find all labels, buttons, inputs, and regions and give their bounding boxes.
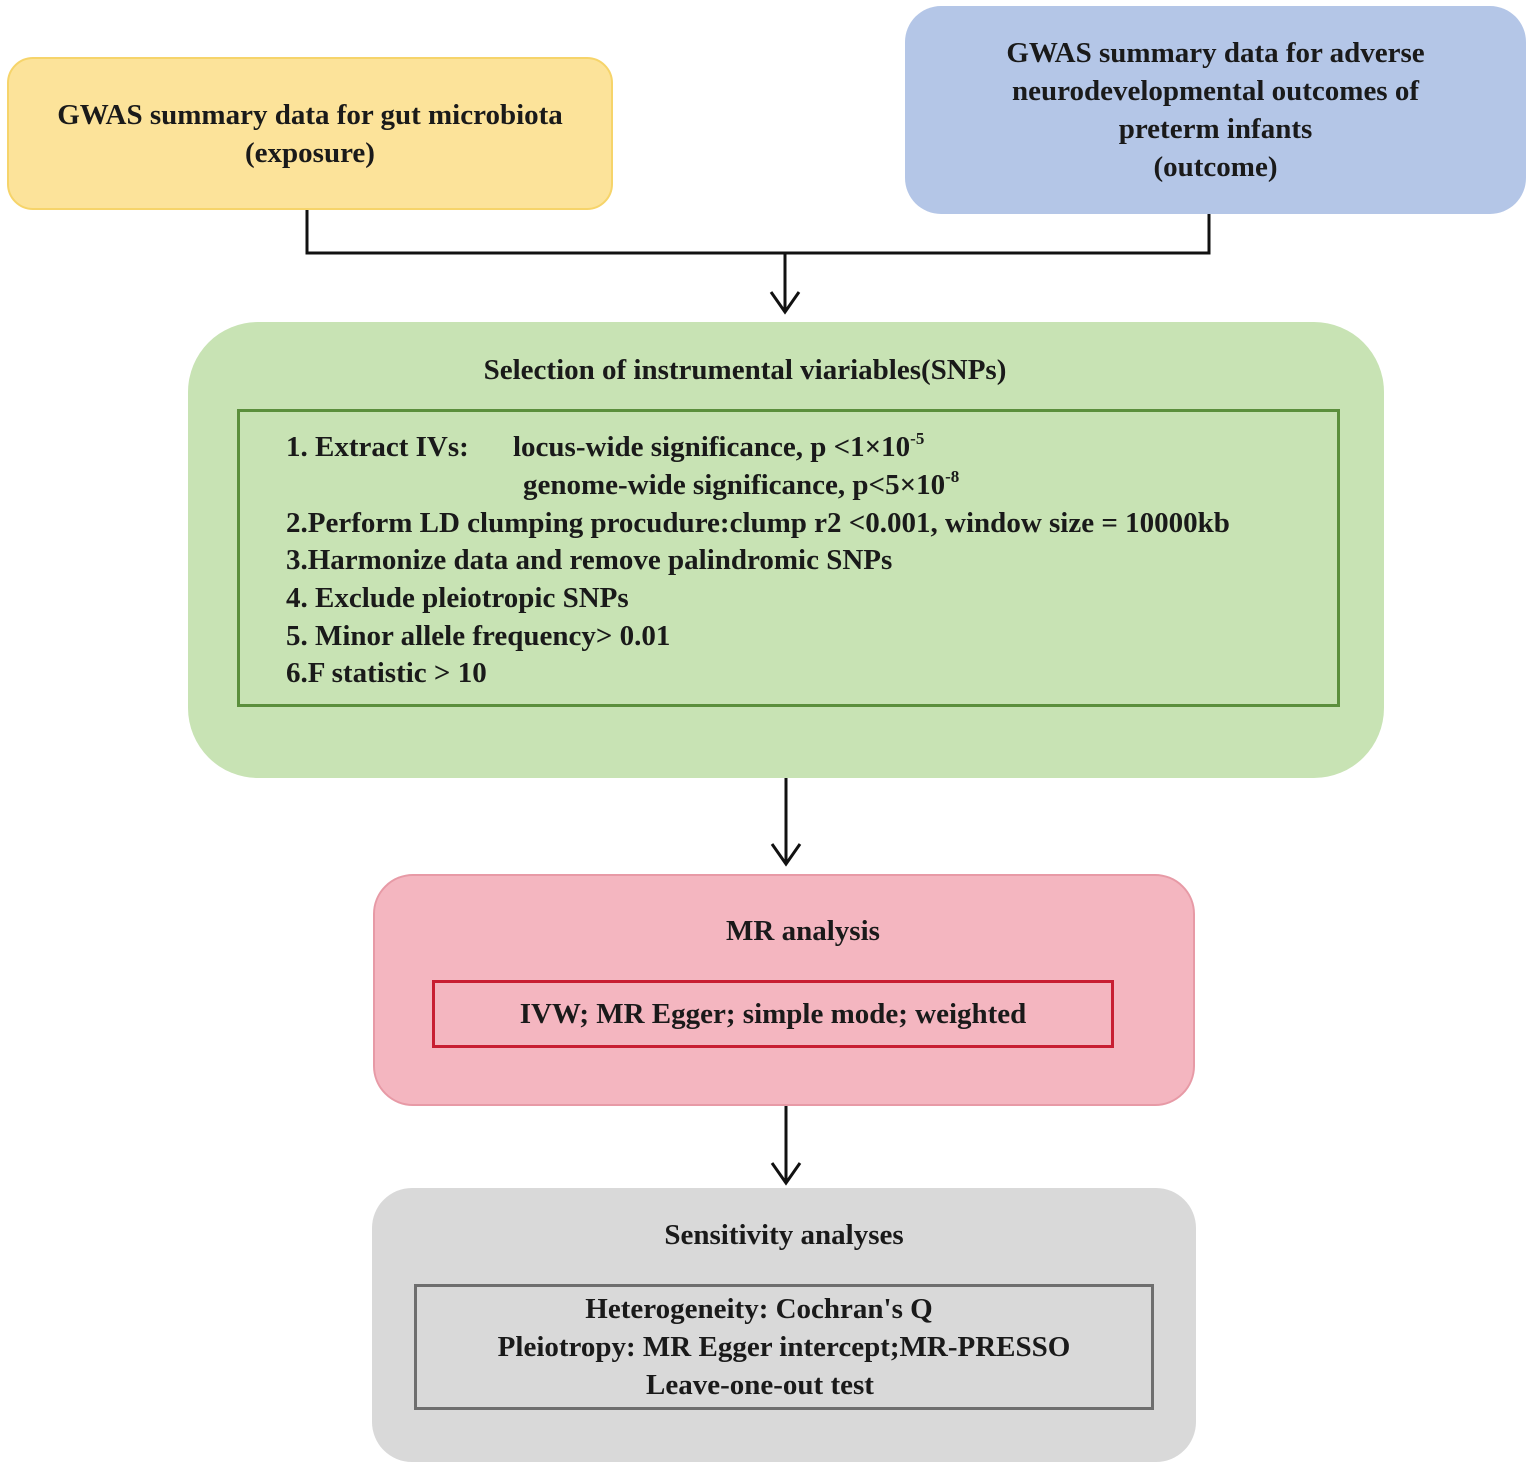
outcome-box: GWAS summary data for adverse neurodevel…: [905, 6, 1526, 214]
step6: 6.F statistic > 10: [286, 657, 487, 689]
selection-box: [188, 322, 1384, 778]
sensitivity-title: Sensitivity analyses: [664, 1219, 904, 1251]
sensitivity-line2: Pleiotropy: MR Egger intercept;MR-PRESSO: [497, 1331, 1071, 1363]
sensitivity-line3: Leave-one-out test: [646, 1369, 874, 1401]
mr-title: MR analysis: [726, 915, 880, 947]
sensitivity-line1: Heterogeneity: Cochran's Q: [585, 1293, 933, 1325]
step4: 4. Exclude pleiotropic SNPs: [286, 582, 629, 614]
exposure-line1: GWAS summary data for gut microbiota: [57, 98, 563, 131]
step1a: locus-wide significance, p <1×10-5: [513, 429, 925, 463]
selection-title: Selection of instrumental viariables(SNP…: [483, 354, 1007, 386]
step5: 5. Minor allele frequency> 0.01: [286, 620, 671, 652]
arrowhead-sensitivity: [770, 1162, 802, 1186]
mr-methods: IVW; MR Egger; simple mode; weighted: [519, 997, 1027, 1030]
outcome-line3: preterm infants: [1118, 113, 1313, 145]
arrowhead-mr: [770, 843, 802, 867]
sensitivity-methods-box: Heterogeneity: Cochran's Q Pleiotropy: M…: [414, 1284, 1154, 1410]
outcome-line1: GWAS summary data for adverse: [1006, 37, 1425, 69]
exposure-line2: (exposure): [245, 136, 375, 169]
outcome-line2: neurodevelopmental outcomes of: [1011, 75, 1420, 107]
step1-label: 1. Extract IVs:: [286, 431, 469, 463]
step2: 2.Perform LD clumping procudure:clump r2…: [286, 507, 1230, 539]
exposure-box: GWAS summary data for gut microbiota (ex…: [7, 57, 613, 210]
step3: 3.Harmonize data and remove palindromic …: [286, 544, 893, 576]
sensitivity-box: [372, 1188, 1196, 1462]
merge-connector: [305, 210, 1211, 255]
step1b: genome-wide significance, p<5×10-8: [523, 467, 960, 501]
selection-steps-box: [237, 409, 1340, 707]
outcome-line4: (outcome): [1153, 151, 1278, 183]
mr-methods-box: IVW; MR Egger; simple mode; weighted: [432, 980, 1114, 1048]
mr-analysis-box: [373, 874, 1195, 1106]
arrowhead-selection: [769, 291, 801, 315]
